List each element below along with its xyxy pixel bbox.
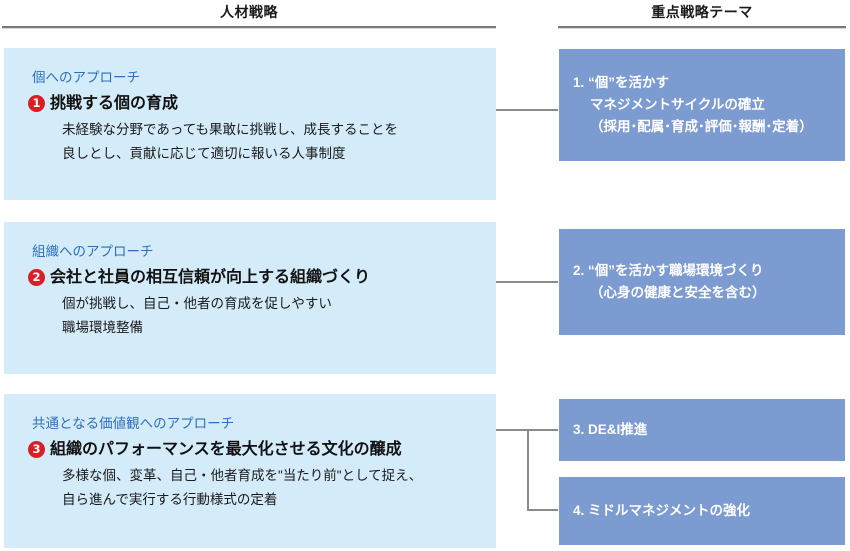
approach-panel-1: 個へのアプローチ 1 挑戦する個の育成 未経験な分野であっても果敢に挑戦し、成長… [4, 48, 496, 200]
number-badge-3-icon: 3 [28, 441, 45, 458]
approach-description-2: 個が挑戦し、自己・他者の育成を促しやすい 職場環境整備 [62, 292, 478, 340]
theme-box-4[interactable]: 4. ミドルマネジメントの強化 [558, 476, 846, 546]
approach-headline-3: 3 組織のパフォーマンスを最大化させる文化の醸成 [28, 438, 478, 461]
approach-description-line: 良しとし、貢献に応じて適切に報いる人事制度 [62, 146, 346, 161]
column-header-right: 重点戦略テーマ [558, 0, 846, 29]
approach-headline-text-3: 組織のパフォーマンスを最大化させる文化の醸成 [50, 441, 402, 458]
approach-description-line: 未経験な分野であっても果敢に挑戦し、成長することを [62, 122, 399, 137]
approach-description-3: 多様な個、変革、自己・他者育成を"当たり前"として捉え、 自ら進んで実行する行動… [62, 464, 478, 512]
column-header-left: 人材戦略 [2, 0, 496, 29]
left-column-title: 人材戦略 [220, 4, 278, 20]
approach-description-1: 未経験な分野であっても果敢に挑戦し、成長することを 良しとし、貢献に応じて適切に… [62, 118, 478, 166]
approach-headline-text-1: 挑戦する個の育成 [50, 95, 179, 112]
right-column-title: 重点戦略テーマ [651, 4, 753, 20]
approach-kicker-3: 共通となる価値観へのアプローチ [32, 416, 235, 431]
left-header-rule [2, 26, 496, 29]
theme-box-1[interactable]: 1. “個”を活かす マネジメントサイクルの確立 （採用･配属･育成･評価･報酬… [558, 48, 846, 162]
approach-description-line: 自ら進んで実行する行動様式の定着 [62, 492, 278, 507]
approach-headline-1: 1 挑戦する個の育成 [28, 92, 478, 115]
theme-box-2[interactable]: 2. “個”を活かす職場環境づくり （心身の健康と安全を含む） [558, 228, 846, 336]
number-badge-1-icon: 1 [28, 95, 45, 112]
approach-kicker-2: 組織へのアプローチ [32, 244, 154, 259]
approach-panel-3: 共通となる価値観へのアプローチ 3 組織のパフォーマンスを最大化させる文化の醸成… [4, 394, 496, 548]
number-badge-2-icon: 2 [28, 269, 45, 286]
connector-theme-2 [496, 281, 558, 283]
theme-line: 4. ミドルマネジメントの強化 [573, 503, 751, 518]
approach-description-line: 職場環境整備 [62, 320, 143, 335]
theme-box-3[interactable]: 3. DE&I推進 [558, 398, 846, 462]
connector-branch-vertical [527, 429, 529, 511]
theme-line: 1. “個”を活かす [573, 75, 670, 90]
theme-line: （採用･配属･育成･評価･報酬･定着） [590, 119, 813, 134]
approach-description-line: 個が挑戦し、自己・他者の育成を促しやすい [62, 296, 332, 311]
theme-line: （心身の健康と安全を含む） [590, 285, 766, 300]
connector-theme-4 [527, 509, 558, 511]
approach-description-line: 多様な個、変革、自己・他者育成を"当たり前"として捉え、 [62, 468, 423, 483]
right-header-rule [558, 26, 846, 29]
connector-theme-1 [496, 109, 558, 111]
approach-kicker-1: 個へのアプローチ [32, 70, 140, 85]
theme-line: 3. DE&I推進 [573, 422, 648, 437]
theme-line: 2. “個”を活かす職場環境づくり [573, 263, 764, 278]
approach-headline-2: 2 会社と社員の相互信頼が向上する組織づくり [28, 266, 478, 289]
approach-headline-text-2: 会社と社員の相互信頼が向上する組織づくり [50, 269, 371, 286]
approach-panel-2: 組織へのアプローチ 2 会社と社員の相互信頼が向上する組織づくり 個が挑戦し、自… [4, 222, 496, 374]
theme-line: マネジメントサイクルの確立 [590, 97, 765, 112]
